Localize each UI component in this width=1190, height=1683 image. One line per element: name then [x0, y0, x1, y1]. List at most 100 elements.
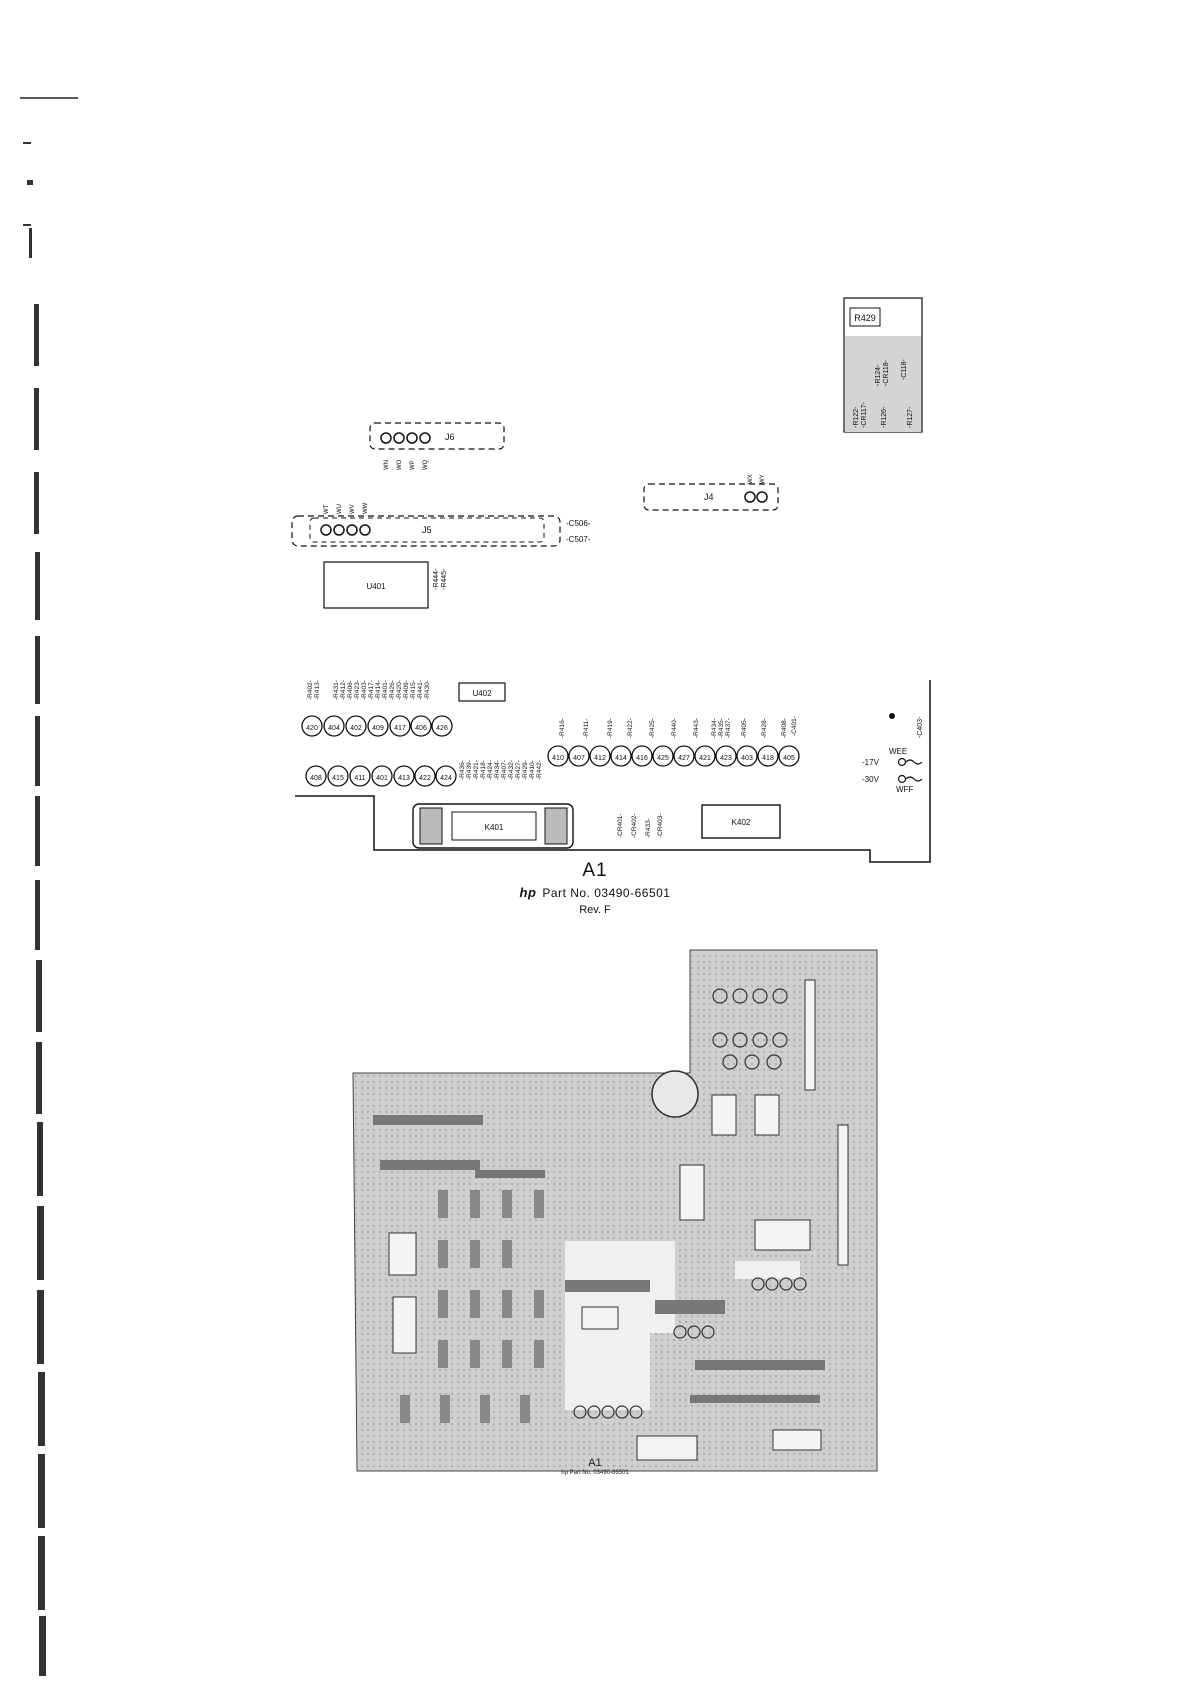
- transistor-label: 405: [783, 755, 795, 762]
- svg-text:WO: WO: [397, 459, 403, 470]
- svg-text:-R443-: -R443-: [693, 718, 700, 738]
- resistor-column-left: -R402- -R413- -R431- -R412- -R406- -R423…: [307, 680, 431, 700]
- svg-text:-R413-: -R413-: [314, 680, 321, 700]
- svg-text:-R434-: -R434-: [494, 760, 501, 780]
- svg-text:-R437-: -R437-: [725, 718, 732, 738]
- svg-text:-R431-: -R431-: [333, 680, 340, 700]
- svg-text:-CR403-: -CR403-: [657, 813, 664, 838]
- svg-text:-R408-: -R408-: [781, 718, 788, 738]
- svg-text:-R435-: -R435-: [718, 718, 725, 738]
- connector-j4: J4 WX WY: [643, 474, 779, 511]
- svg-text:WY: WY: [760, 474, 766, 484]
- svg-text:U401: U401: [366, 582, 386, 591]
- svg-text:-30V: -30V: [862, 775, 880, 784]
- svg-text:WP: WP: [410, 460, 416, 470]
- side-label: -R124-: [875, 364, 882, 386]
- svg-text:-R407-: -R407-: [501, 760, 508, 780]
- svg-text:-17V: -17V: [862, 758, 880, 767]
- svg-text:-R422-: -R422-: [627, 718, 634, 738]
- svg-text:WW: WW: [363, 502, 369, 514]
- supply-terminals: WEE -17V -30V WFF: [862, 747, 923, 794]
- svg-text:WEE: WEE: [889, 747, 907, 756]
- transistor-label: 417: [394, 725, 406, 732]
- c403-dot: [889, 713, 895, 719]
- transistor-label: 423: [720, 755, 732, 762]
- svg-text:-R411-: -R411-: [583, 719, 590, 738]
- photo-title: A1: [588, 1457, 602, 1469]
- label-r429: R429: [854, 313, 876, 323]
- chip-u402: U402: [458, 682, 506, 702]
- transistor-label: 426: [436, 725, 448, 732]
- transistor-label: 401: [376, 775, 388, 782]
- svg-text:WV: WV: [350, 504, 356, 514]
- transistor-label: 410: [552, 755, 564, 762]
- side-label: -R126-: [881, 406, 888, 428]
- svg-text:-R410-: -R410-: [529, 760, 536, 780]
- cap-c403: -C403-: [917, 716, 924, 738]
- transistor-label: 414: [615, 755, 627, 762]
- svg-text:-R434-: -R434-: [711, 718, 718, 738]
- connector-j6: J6 WN WO WP WQ: [369, 422, 505, 470]
- side-label: -CR118-: [883, 359, 890, 386]
- svg-text:-R415-: -R415-: [410, 680, 417, 700]
- transistor-label: 406: [415, 725, 427, 732]
- resistor-row-top: -R416- -R411- -R419- -R422- -R425- -R440…: [559, 716, 798, 738]
- svg-text:WT: WT: [324, 504, 330, 514]
- svg-text:-R401-: -R401-: [382, 680, 389, 700]
- board-outline: [295, 680, 931, 863]
- revision: Rev. F: [579, 904, 611, 916]
- transistor-row-3: [547, 745, 800, 767]
- svg-text:WN: WN: [384, 460, 390, 470]
- transistor-label: 408: [310, 775, 322, 782]
- svg-text:-R402-: -R402-: [307, 680, 314, 700]
- svg-text:-R412-: -R412-: [340, 680, 347, 700]
- svg-text:-R444-: -R444-: [433, 568, 440, 590]
- svg-text:K402: K402: [732, 818, 751, 827]
- svg-text:-R432-: -R432-: [508, 760, 515, 780]
- svg-text:-R409-: -R409-: [403, 680, 410, 700]
- cap-c401: -C401-: [791, 716, 798, 736]
- cap-c506: -C506-: [566, 519, 591, 528]
- svg-text:-R421-: -R421-: [473, 760, 480, 780]
- svg-text:-R418-: -R418-: [480, 760, 487, 780]
- hp-logo: hp: [519, 885, 537, 900]
- photo-part-number: hp Part No. 03490-66501: [561, 1470, 629, 1476]
- cap-c507: -C507-: [566, 535, 591, 544]
- transistor-row-2: [305, 765, 457, 787]
- relay-k401: K401: [412, 803, 574, 849]
- diagram-title: A1: [582, 860, 608, 881]
- transistor-label: 425: [657, 755, 669, 762]
- svg-text:WX: WX: [748, 474, 754, 484]
- svg-text:WU: WU: [337, 504, 343, 514]
- svg-text:-R427-: -R427-: [515, 760, 522, 780]
- svg-text:-R436-: -R436-: [459, 760, 466, 780]
- transistor-label: 420: [306, 725, 318, 732]
- binder-edge: [20, 97, 78, 1676]
- svg-text:-R426-: -R426-: [389, 680, 396, 700]
- side-label: -C118-: [901, 358, 908, 380]
- part-number: hp Part No. 03490-66501: [0, 885, 1190, 900]
- transistor-label: 415: [332, 775, 344, 782]
- part-number-text: Part No. 03490-66501: [542, 886, 671, 900]
- transistor-label: 403: [741, 755, 753, 762]
- transistor-label: 416: [636, 755, 648, 762]
- transistor-row-1: [301, 715, 453, 737]
- chip-u401: U401 -R444- -R445-: [323, 561, 448, 609]
- side-label: -R127-: [907, 406, 914, 428]
- svg-text:K401: K401: [485, 823, 504, 832]
- svg-text:-R441-: -R441-: [417, 680, 424, 700]
- transistor-label: 413: [398, 775, 410, 782]
- svg-text:-R420-: -R420-: [396, 680, 403, 700]
- side-label: -CR117-: [861, 401, 868, 428]
- svg-text:-R405-: -R405-: [741, 718, 748, 738]
- transistor-label: 424: [440, 775, 452, 782]
- transistor-label: 422: [419, 775, 431, 782]
- svg-text:-CR402-: -CR402-: [631, 813, 638, 838]
- connector-j5: J5 WT WU WV WW -C506- -C507-: [291, 502, 591, 547]
- relay-k402: K402: [701, 804, 781, 839]
- svg-text:-R423-: -R423-: [354, 680, 361, 700]
- svg-text:-R440-: -R440-: [671, 718, 678, 738]
- svg-text:-R429-: -R429-: [522, 760, 529, 780]
- svg-text:-R433-: -R433-: [645, 818, 652, 838]
